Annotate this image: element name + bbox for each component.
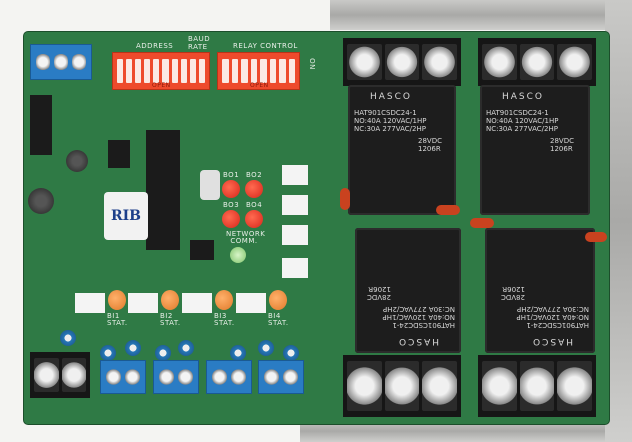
varistor <box>585 232 607 242</box>
address-label: ADDRESS <box>136 42 174 50</box>
bi1-label: BI1 STAT. <box>107 312 128 327</box>
capacitor <box>258 340 274 356</box>
relay-rating: 28VDC 1206R <box>418 137 442 153</box>
capacitor <box>178 340 194 356</box>
input-opto-1 <box>75 293 105 313</box>
capacitor <box>155 345 171 361</box>
input-opto-3 <box>182 293 212 313</box>
capacitor <box>230 345 246 361</box>
capacitor-large <box>28 188 54 214</box>
relay-control-dip-switch[interactable] <box>217 52 300 90</box>
input-terminal-3 <box>206 360 252 394</box>
right-rail <box>605 0 632 442</box>
rib-logo: RIB <box>104 192 148 240</box>
bo2-led <box>245 180 263 198</box>
power-output-terminal <box>30 352 90 398</box>
bottom-rail <box>300 420 632 442</box>
input-terminal-1 <box>100 360 146 394</box>
bo3-led <box>222 210 240 228</box>
relay-brand: HASCO <box>396 336 439 346</box>
opto-1 <box>282 165 308 185</box>
capacitor <box>283 345 299 361</box>
varistor <box>436 205 460 215</box>
bo1-label: BO1 <box>223 171 240 179</box>
bi4-led <box>269 290 287 310</box>
relay-spec: HAT901CSDC24-1 NO:40A 120VAC/1HP NC:30A … <box>516 305 589 329</box>
capacitor <box>125 340 141 356</box>
regulator-chip <box>30 95 52 155</box>
relay-rating: 28VDC 1206R <box>550 137 574 153</box>
address-dip-switch[interactable] <box>112 52 210 90</box>
opto-2 <box>282 195 308 215</box>
bi2-label: BI2 STAT. <box>160 312 181 327</box>
dip-open-label-2: OPEN <box>250 82 269 89</box>
bo1-led <box>222 180 240 198</box>
crystal <box>200 170 220 200</box>
relay-1-terminal <box>343 38 461 86</box>
opto-3 <box>282 225 308 245</box>
relay-rating: 28VDC 1206R <box>367 285 391 301</box>
relay-4: HASCO HAT901CSDC24-1 NO:40A 120VAC/1HP N… <box>485 228 595 353</box>
relay-4-terminal <box>478 355 596 417</box>
input-opto-2 <box>128 293 158 313</box>
varistor <box>470 218 494 228</box>
bo2-label: BO2 <box>246 171 263 179</box>
varistor <box>340 188 350 210</box>
capacitor <box>66 150 88 172</box>
network-led <box>230 247 246 263</box>
relay-3-terminal <box>343 355 461 417</box>
relay-spec: HAT901CSDC24-1 NO:40A 120VAC/1HP NC:30A … <box>354 109 427 133</box>
network-comm-label: NETWORK COMM. <box>226 230 266 245</box>
relay-brand: HASCO <box>502 92 545 102</box>
bi3-label: BI3 STAT. <box>214 312 235 327</box>
top-rail <box>330 0 632 30</box>
opto-4 <box>282 258 308 278</box>
relay-1: HASCO HAT901CSDC24-1 NO:40A 120VAC/1HP N… <box>348 85 456 215</box>
relay-control-label: RELAY CONTROL <box>233 42 298 50</box>
rib-logo-text: RIB <box>110 208 142 224</box>
relay-2-terminal <box>478 38 596 86</box>
baud-label: BAUD RATE <box>188 35 211 51</box>
relay-brand: HASCO <box>370 92 413 102</box>
bo4-led <box>245 210 263 228</box>
dip-on-label: ON <box>307 58 316 70</box>
bo3-label: BO3 <box>223 201 240 209</box>
input-terminal-2 <box>153 360 199 394</box>
power-terminal-block <box>30 44 92 80</box>
bi3-led <box>215 290 233 310</box>
network-chip <box>190 240 214 260</box>
dip-open-label: OPEN <box>152 82 171 89</box>
relay-brand: HASCO <box>530 336 573 346</box>
relay-rating: 28VDC 1206R <box>501 285 525 301</box>
bi2-led <box>161 290 179 310</box>
bo4-label: BO4 <box>246 201 263 209</box>
bi4-label: BI4 STAT. <box>268 312 289 327</box>
capacitor <box>100 345 116 361</box>
small-chip <box>108 140 130 168</box>
relay-3: HASCO HAT901CSDC24-1 NO:40A 120VAC/1HP N… <box>355 228 461 353</box>
capacitor <box>60 330 76 346</box>
relay-spec: HAT901CSDC24-1 NO:40A 120VAC/1HP NC:30A … <box>486 109 559 133</box>
microcontroller-chip <box>146 130 180 250</box>
input-opto-4 <box>236 293 266 313</box>
input-terminal-4 <box>258 360 304 394</box>
relay-spec: HAT901CSDC24-1 NO:40A 120VAC/1HP NC:30A … <box>382 305 455 329</box>
bi1-led <box>108 290 126 310</box>
relay-2: HASCO HAT901CSDC24-1 NO:40A 120VAC/1HP N… <box>480 85 590 215</box>
